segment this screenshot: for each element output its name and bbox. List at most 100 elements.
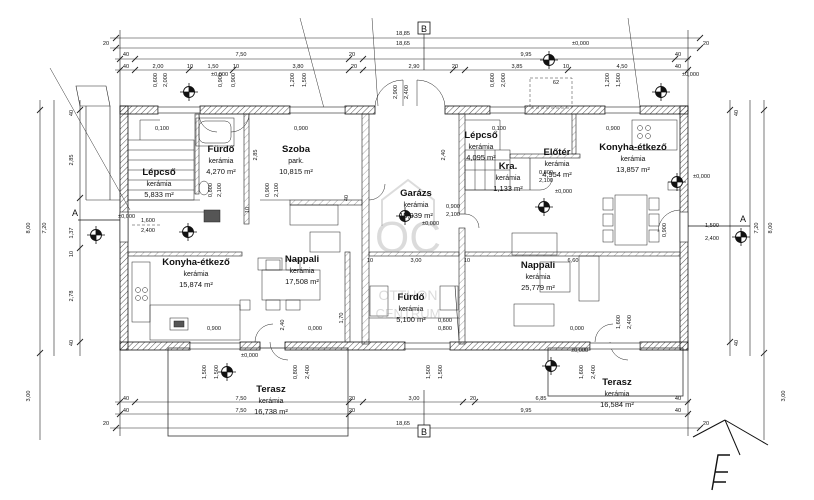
dimension-top: 40 — [675, 52, 681, 58]
opening-dimension: 3,00 — [411, 258, 422, 264]
room-material: kerámia — [259, 398, 284, 405]
level-label: ±0,000 — [572, 41, 589, 47]
opening-dimension: 0,600 — [153, 73, 159, 87]
room-area: 13,857 m² — [616, 165, 650, 174]
level-marker-icon — [652, 83, 670, 101]
section-mark-bottom: B — [421, 427, 427, 437]
opening-dimension: 0,800 — [208, 183, 214, 197]
dimension-left: 40 — [69, 110, 75, 116]
opening-dimension: 0,800 — [539, 170, 553, 176]
opening-dimension: 0,800 — [438, 326, 452, 332]
dimension-top: 2,00 — [153, 64, 164, 70]
roof-projection-lines — [49, 17, 641, 211]
section-mark-top: B — [421, 24, 427, 34]
level-marker-icon — [396, 207, 414, 225]
dimension-left: 2,85 — [69, 155, 75, 166]
opening-dimension: 1,500 — [616, 73, 622, 87]
interior-walls — [127, 113, 681, 345]
dimension-left: 10 — [69, 251, 75, 257]
dimension-bottom: 40 — [123, 408, 129, 414]
dimension-right: 7,20 — [754, 223, 760, 234]
room-material: kerámia — [526, 274, 551, 281]
opening-dimension: 1,600 — [141, 218, 155, 224]
room-name: Nappali — [521, 260, 555, 271]
level-marker-icon — [218, 363, 236, 381]
level-label: ±0,000 — [693, 174, 710, 180]
opening-dimension: 1,500 — [214, 365, 220, 379]
opening-dimension: 0,900 — [606, 126, 620, 132]
opening-dimension: 0,900 — [265, 183, 271, 197]
opening-dimension: 0,600 — [490, 73, 496, 87]
opening-dimension: 2,900 — [393, 85, 399, 99]
room-material: kerámia — [404, 202, 429, 209]
level-label: ±0,000 — [682, 72, 699, 78]
level-label: ±0,000 — [241, 353, 258, 359]
dimension-top: 40 — [123, 64, 129, 70]
room-name: Garázs — [400, 188, 432, 199]
dimension-left: 1,37 — [69, 228, 75, 239]
dimension-top: 10 — [563, 64, 569, 70]
dimension-top: 10 — [187, 64, 193, 70]
room-material: kerámia — [184, 271, 209, 278]
room-area: 15,939 m² — [399, 211, 433, 220]
room-area: 16,738 m² — [254, 407, 288, 416]
opening-dimension: 10 — [245, 207, 251, 213]
opening-dimension: 2,100 — [274, 183, 280, 197]
room-material: kerámia — [621, 156, 646, 163]
opening-dimension: 1,70 — [339, 313, 345, 324]
dimension-bottom: 40 — [675, 408, 681, 414]
section-mark-left: A — [72, 208, 78, 218]
opening-dimension: 1,200 — [605, 73, 611, 87]
room-name: Lépcső — [464, 130, 497, 141]
room-name: Fürdő — [398, 292, 425, 303]
dimension-top: 18,65 — [396, 41, 410, 47]
opening-dimension: 0,600 — [438, 318, 452, 324]
dimension-top: 40 — [123, 52, 129, 58]
opening-dimension: 2,400 — [591, 365, 597, 379]
dimension-left: 3,00 — [26, 391, 32, 402]
dimension-left: 2,78 — [69, 291, 75, 302]
level-marker-icon — [732, 228, 750, 246]
dimension-top: 3,85 — [512, 64, 523, 70]
dimension-bottom: 18,65 — [396, 421, 410, 427]
dimension-top: 1,50 — [208, 64, 219, 70]
opening-dimension: 1,500 — [426, 365, 432, 379]
room-area: 1,133 m² — [493, 184, 523, 193]
dimension-bottom: 20 — [349, 408, 355, 414]
room-material: kerámia — [290, 268, 315, 275]
opening-dimension: 62 — [553, 80, 559, 86]
room-name: Fürdő — [208, 144, 235, 155]
opening-dimension: 2,000 — [501, 73, 507, 87]
door-swings — [198, 79, 681, 361]
opening-dimension: 0,800 — [293, 365, 299, 379]
opening-dimension: 2,100 — [217, 183, 223, 197]
dimension-right: 8,00 — [768, 223, 774, 234]
opening-dimension: 0,100 — [155, 126, 169, 132]
level-marker-icon — [180, 83, 198, 101]
opening-dimension: 2,85 — [253, 150, 259, 161]
opening-dimension: 1,600 — [579, 365, 585, 379]
dimension-top: 9,95 — [521, 52, 532, 58]
dimension-lines — [39, 30, 765, 440]
level-marker-icon — [540, 51, 558, 69]
opening-dimension: 40 — [344, 195, 350, 201]
dimension-top: 40 — [675, 64, 681, 70]
room-name: Nappali — [285, 254, 319, 265]
dimension-top: 7,50 — [236, 52, 247, 58]
opening-dimension: 0,900 — [446, 204, 460, 210]
watermark-sub: CENTRUM — [376, 306, 441, 321]
level-marker-icon — [542, 357, 560, 375]
dimension-left: 40 — [69, 340, 75, 346]
interior-thin-lines — [128, 158, 540, 341]
dimension-right: 40 — [734, 110, 740, 116]
level-markers — [87, 51, 750, 381]
room-material: kerámia — [399, 306, 424, 313]
dimension-bottom: 7,50 — [236, 396, 247, 402]
